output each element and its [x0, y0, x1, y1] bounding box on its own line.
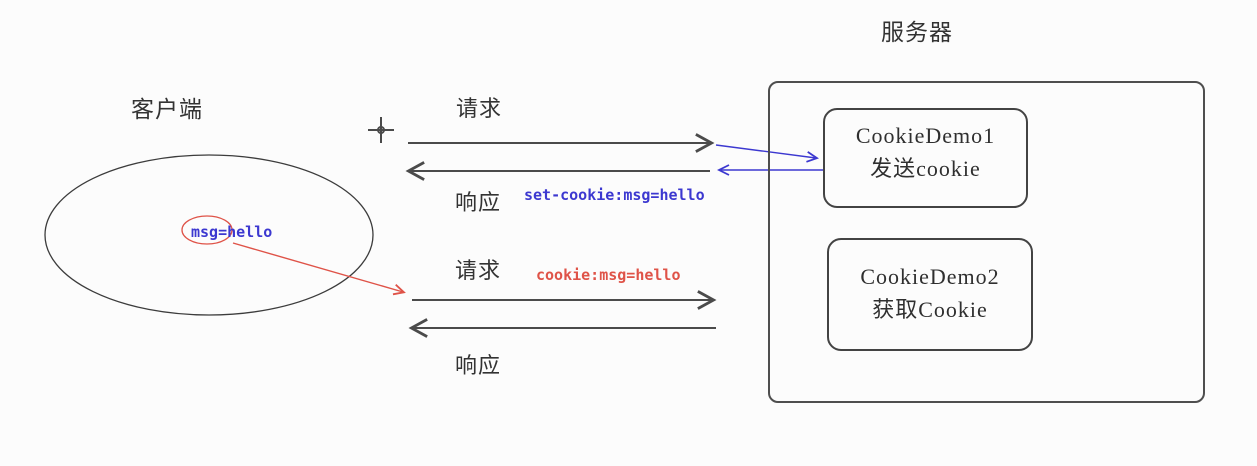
request2-label: 请求: [455, 258, 502, 283]
response2-label: 响应: [455, 353, 502, 378]
cookiedemo2-box: CookieDemo2 获取Cookie: [827, 238, 1033, 351]
cookiedemo1-title: CookieDemo1: [855, 123, 996, 148]
cookie-annotation: cookie:msg=hello: [536, 266, 681, 284]
request-to-demo1-link: [715, 144, 819, 163]
request1-label: 请求: [456, 96, 503, 121]
set-cookie-annotation: set-cookie:msg=hello: [524, 186, 705, 204]
stored-cookie-text: msg=hello: [191, 223, 273, 241]
cookie-highlight-ellipse: [181, 215, 233, 245]
cookie-to-request2-link: [232, 242, 406, 296]
server-label: 服务器: [881, 20, 953, 45]
response1-label: 响应: [455, 190, 502, 215]
crosshair-cursor: [368, 117, 394, 143]
cookiedemo1-subtitle: 发送cookie: [870, 156, 981, 181]
client-label: 客户端: [131, 97, 203, 122]
client-ellipse: [44, 154, 374, 316]
server-box: [768, 81, 1205, 403]
cookiedemo1-box: CookieDemo1 发送cookie: [823, 108, 1028, 208]
cookiedemo2-title: CookieDemo2: [860, 264, 1000, 289]
cookiedemo2-subtitle: 获取Cookie: [872, 297, 988, 322]
